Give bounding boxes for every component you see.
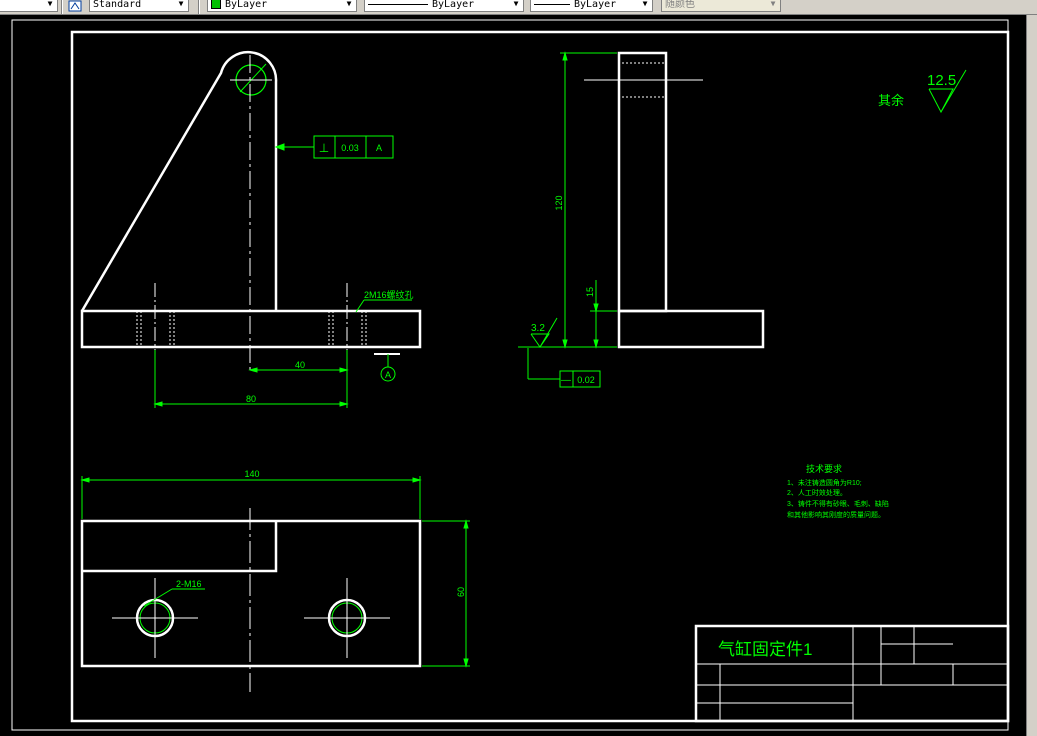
technical-notes: 技术要求 1、未注铸造圆角为R10; 2、人工时效处理。 3、铸件不得有砂眼、毛… (787, 463, 889, 519)
front-base-outline (80, 309, 422, 349)
color-swatch-icon (211, 0, 221, 9)
thread-callout-text: 2M16螺纹孔 (364, 289, 414, 300)
datum-label: A (385, 370, 391, 380)
front-rib-outline (80, 51, 278, 312)
lineweight-combo[interactable]: ByLayer ▼ (530, 0, 653, 12)
dim-120-text: 120 (554, 195, 564, 210)
linetype-value: ByLayer (432, 0, 475, 10)
plotstyle-combo[interactable]: 随颜色 ▼ (661, 0, 781, 12)
roughness-general-label: 其余 (878, 93, 904, 108)
flat-tolerance: 0.02 (577, 375, 595, 385)
linetype-combo[interactable]: ByLayer ▼ (364, 0, 524, 12)
front-dimensions (153, 350, 349, 408)
title-block (694, 624, 1010, 723)
lineweight-preview-icon (534, 3, 570, 5)
perp-datum: A (376, 143, 382, 153)
color-combo[interactable]: ByLayer ▼ (207, 0, 357, 12)
perpendicularity-frame (274, 135, 394, 159)
perp-tolerance: 0.03 (341, 143, 359, 153)
toolbar-separator (61, 0, 63, 14)
thread-callout-leader (355, 299, 412, 313)
roughness-general-symbol (928, 69, 967, 114)
dim-arrows (80, 477, 469, 668)
chevron-down-icon: ▼ (346, 0, 352, 8)
hole-callout-leader (143, 588, 173, 607)
vertical-scrollbar[interactable] (1026, 15, 1037, 736)
properties-toolbar: ▼ Standard ▼ ByLayer ▼ ByLayer ▼ ByLayer… (0, 0, 1037, 15)
linetype-preview-icon (368, 3, 428, 5)
side-view (584, 51, 765, 349)
hole-callout-text: 2-M16 (176, 579, 202, 589)
plotstyle-value: 随颜色 (665, 0, 695, 10)
toolbar-separator (198, 0, 200, 14)
title-block-outline (694, 624, 1010, 723)
color-value: ByLayer (225, 0, 268, 10)
chevron-down-icon: ▼ (178, 0, 184, 8)
perp-symbol: ⊥ (319, 141, 329, 155)
notes-line-1: 1、未注铸造圆角为R10; (787, 478, 862, 487)
previous-combo[interactable]: ▼ (0, 0, 58, 12)
notes-line-4: 和其他影响其刚度的质量问题。 (787, 510, 885, 519)
drawing-title: 气缸固定件1 (718, 639, 812, 659)
notes-line-2: 2、人工时效处理。 (787, 488, 847, 497)
notes-line-3: 3、铸件不得有砂眼、毛刺、缺陷 (787, 499, 889, 508)
roughness-side-symbol (530, 317, 558, 348)
perp-leader-arrow (274, 143, 285, 151)
dim-60-text: 60 (456, 587, 466, 597)
sheet-inner-border (70, 30, 1010, 723)
roughness-general-value: 12.5 (927, 72, 956, 89)
top-view (80, 508, 422, 692)
dim-40-text: 40 (295, 360, 305, 370)
dim-80-text: 80 (246, 394, 256, 404)
text-style-icon[interactable] (68, 0, 82, 12)
text-style-value: Standard (93, 0, 142, 10)
dim-15-text: 15 (585, 287, 595, 297)
top-base-outline (80, 519, 422, 668)
top-column-outline (82, 521, 278, 573)
drawing-canvas[interactable]: A ⊥ 0.03 A 2M16螺纹孔 40 80 (0, 15, 1037, 736)
front-view (80, 51, 422, 382)
dim-arrows (562, 51, 599, 349)
dim-arrows (153, 367, 349, 407)
datum-circle (380, 366, 396, 382)
side-dimensions (518, 51, 617, 388)
chevron-down-icon: ▼ (770, 0, 776, 8)
dim-140-text: 140 (244, 469, 259, 479)
chevron-down-icon: ▼ (513, 0, 519, 8)
flat-frame-box (559, 370, 601, 388)
flat-symbol: — (561, 375, 571, 386)
side-base-outline (617, 309, 765, 349)
chevron-down-icon: ▼ (47, 0, 53, 8)
roughness-side-value: 3.2 (531, 323, 545, 334)
notes-title: 技术要求 (806, 463, 842, 474)
text-style-combo[interactable]: Standard ▼ (89, 0, 189, 12)
bore-diameter-leader (239, 63, 267, 93)
perp-frame-box (313, 135, 394, 159)
lineweight-value: ByLayer (574, 0, 617, 10)
top-dimensions (80, 476, 470, 668)
chevron-down-icon: ▼ (642, 0, 648, 8)
